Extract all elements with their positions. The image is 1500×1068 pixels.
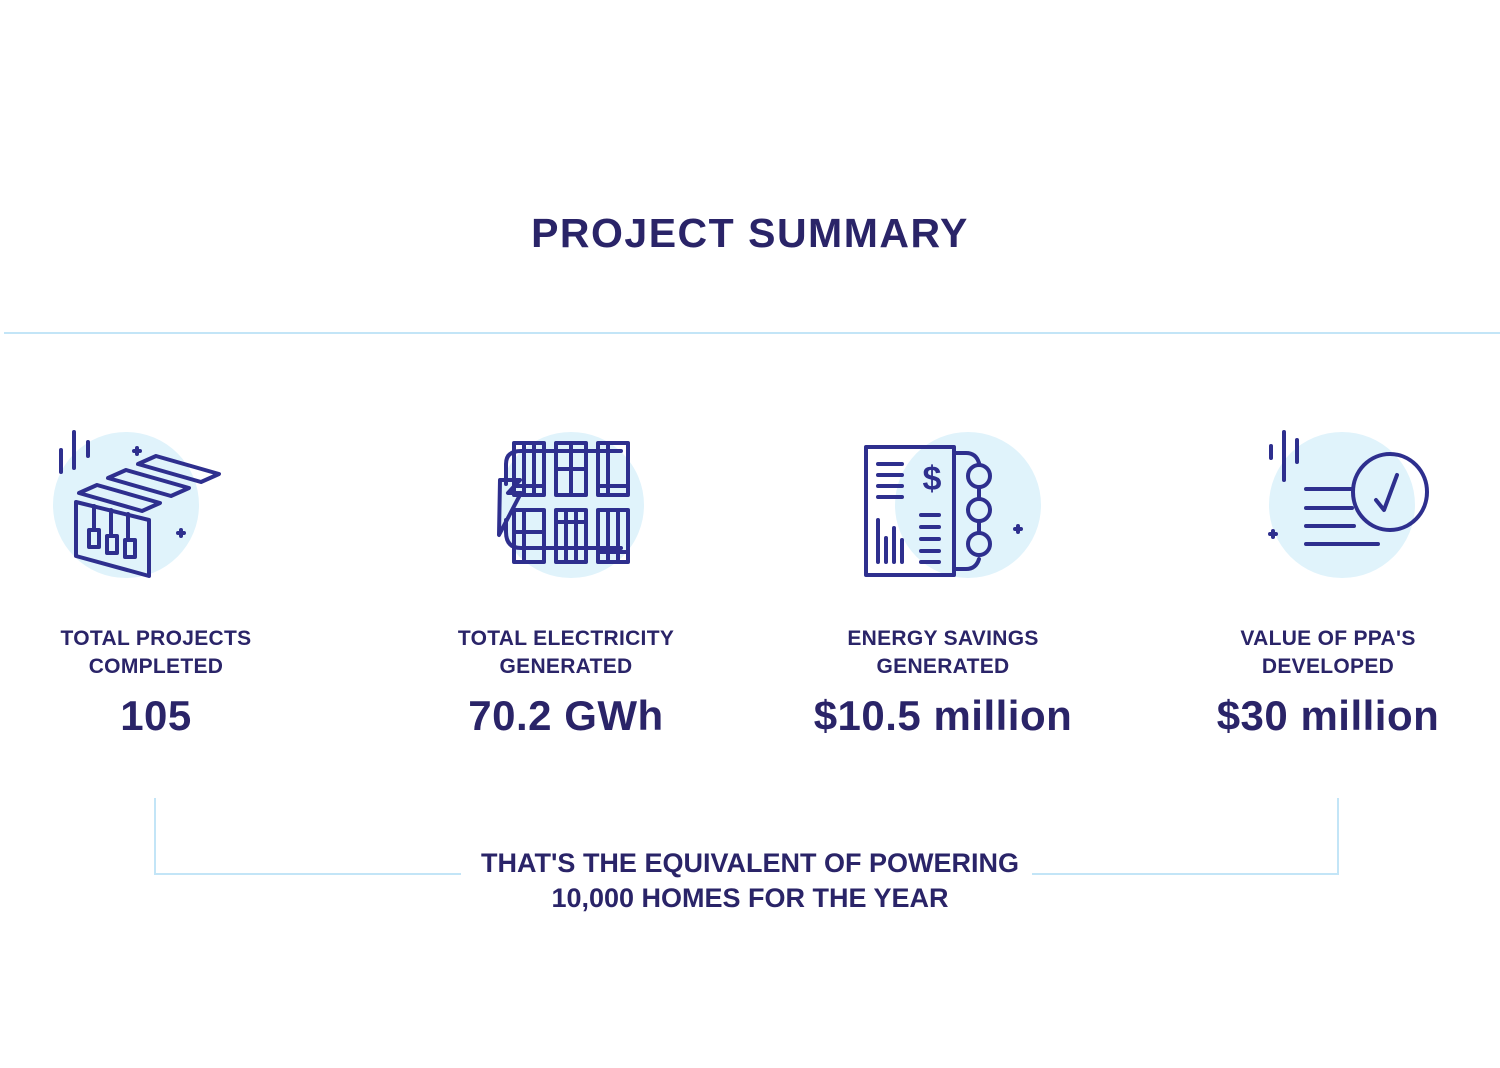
stat-label: VALUE OF PPA'S: [1240, 627, 1416, 650]
stat-label: GENERATED: [876, 655, 1010, 678]
stat-value: 70.2 GWh: [468, 692, 664, 739]
stat-value: 105: [120, 692, 192, 739]
stat-value: $10.5 million: [813, 692, 1073, 739]
stat-label: TOTAL ELECTRICITY: [457, 627, 675, 650]
stat-label: TOTAL PROJECTS: [60, 627, 252, 650]
bracket-left: [154, 798, 156, 875]
stat-label: COMPLETED: [88, 655, 224, 678]
bracket-right-line: [1032, 873, 1339, 875]
bracket-left-line: [154, 873, 461, 875]
solar-grid-lightning-icon: [497, 432, 644, 578]
bracket-right: [1337, 798, 1339, 875]
solar-panels-icon: [53, 430, 221, 578]
footer-line-1: THAT'S THE EQUIVALENT OF POWERING: [481, 848, 1019, 878]
page-title: PROJECT SUMMARY: [531, 210, 969, 256]
footer-line-2: 10,000 HOMES FOR THE YEAR: [551, 883, 949, 913]
dollar-document-icon: $: [864, 432, 1041, 578]
equivalence-statement: THAT'S THE EQUIVALENT OF POWERING 10,000…: [0, 846, 1500, 916]
dollar-sign-glyph: $: [923, 460, 942, 498]
stat-value: $30 million: [1216, 692, 1440, 739]
stat-label: GENERATED: [499, 655, 633, 678]
stat-label: DEVELOPED: [1261, 655, 1395, 678]
divider: [4, 332, 1500, 334]
stat-label: ENERGY SAVINGS: [847, 627, 1039, 650]
checkmark-circle-icon: [1268, 430, 1429, 578]
